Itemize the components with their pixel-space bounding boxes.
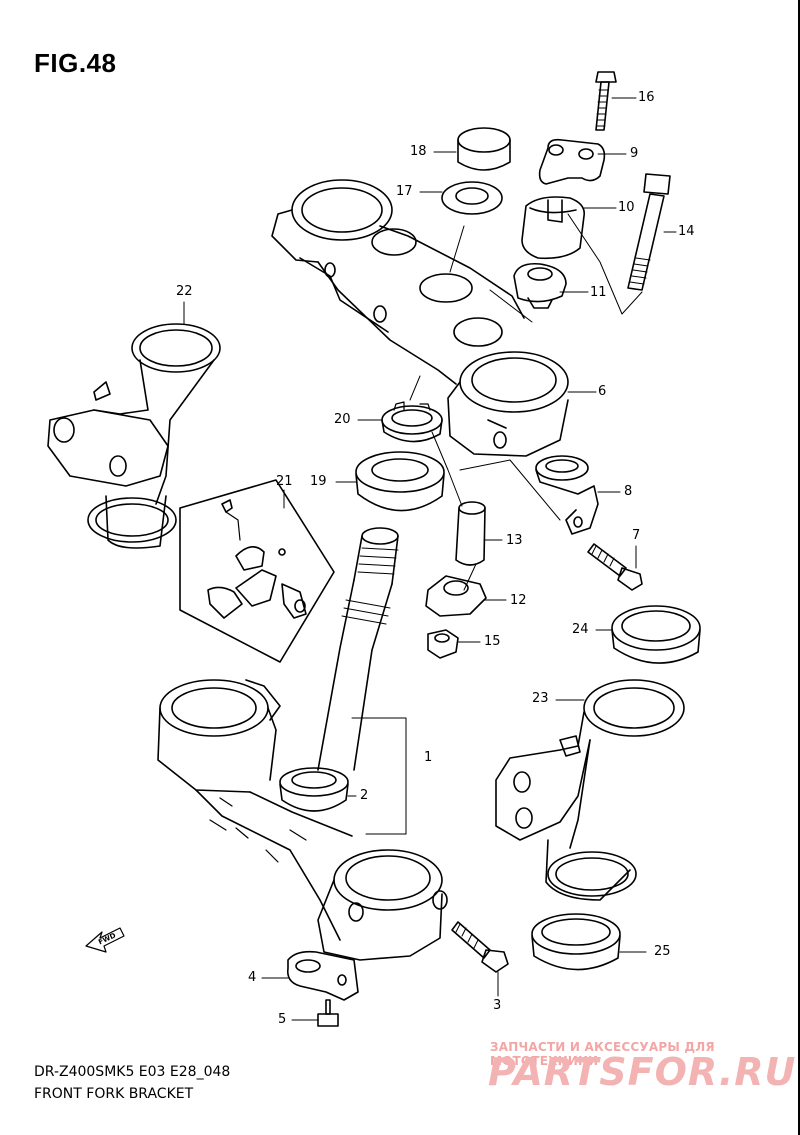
part-18-cap-drawing	[457, 127, 511, 171]
model-code: DR-Z400SMK5 E03 E28_048	[34, 1064, 231, 1080]
figure-title: FIG.48	[34, 48, 117, 78]
part-24-seal-drawing	[611, 605, 701, 664]
callout-24: 24	[572, 622, 589, 637]
part-11-mount-drawing	[513, 262, 567, 309]
callout-2: 2	[360, 788, 369, 803]
part-16-bolt-drawing	[595, 71, 617, 131]
callout-15: 15	[484, 634, 501, 649]
callout-19: 19	[310, 474, 327, 489]
callout-1: 1	[424, 750, 433, 765]
callout-13: 13	[506, 533, 523, 548]
assembly-guide-lines	[409, 213, 643, 591]
callout-21: 21	[276, 474, 293, 489]
part-17-washer-drawing	[441, 181, 503, 215]
part-6-upper-bracket-drawing	[271, 179, 569, 457]
section-name: FRONT FORK BRACKET	[34, 1086, 194, 1102]
callout-17: 17	[396, 184, 413, 199]
callout-9: 9	[630, 146, 639, 161]
part-5-screw-drawing	[317, 999, 339, 1027]
part-14-long-bolt-drawing	[627, 173, 671, 291]
callout-4: 4	[248, 970, 257, 985]
part-23-bracket-drawing	[495, 679, 685, 901]
callout-23: 23	[532, 691, 549, 706]
callout-22: 22	[176, 284, 193, 299]
callout-25: 25	[654, 944, 671, 959]
callout-10: 10	[618, 200, 635, 215]
callout-14: 14	[678, 224, 695, 239]
part-8-guide-drawing	[535, 455, 599, 535]
part-1-steering-stem-drawing	[157, 527, 448, 961]
callout-3: 3	[493, 998, 502, 1013]
part-9-clamp-drawing	[538, 138, 606, 185]
callout-12: 12	[510, 593, 527, 608]
callout-18: 18	[410, 144, 427, 159]
part-12-block-drawing	[425, 575, 487, 617]
part-13-sleeve-drawing	[455, 501, 486, 566]
callout-11: 11	[590, 285, 607, 300]
part-22-bracket-drawing	[47, 323, 221, 549]
forward-direction-arrow	[85, 927, 125, 953]
callout-8: 8	[624, 484, 633, 499]
part-25-seal-drawing	[531, 913, 621, 971]
callout-6: 6	[598, 384, 607, 399]
part-19-bearing-drawing	[355, 451, 445, 512]
callout-20: 20	[334, 412, 351, 427]
part-10-bushing-drawing	[521, 196, 586, 260]
callout-16: 16	[638, 90, 655, 105]
callout-5: 5	[278, 1012, 287, 1027]
watermark-tagline: ЗАПЧАСТИ И АКСЕССУАРЫ ДЛЯ МОТОТЕХНИКИ	[490, 1040, 715, 1068]
callout-7: 7	[632, 528, 641, 543]
part-3-bolt-drawing	[451, 921, 509, 973]
right-border	[798, 0, 800, 1135]
part-15-nut-drawing	[427, 629, 459, 659]
part-7-bolt-drawing	[587, 543, 643, 591]
part-21-switch-kit-drawing	[179, 479, 335, 663]
part-4-clamp-drawing	[286, 950, 359, 1001]
callout-leaders	[183, 97, 677, 1021]
watermark-logo: PARTSFOR.RU	[488, 1050, 797, 1094]
